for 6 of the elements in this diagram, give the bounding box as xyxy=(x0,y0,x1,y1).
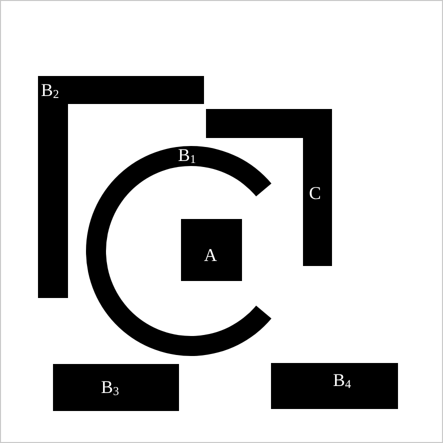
shape-label: B$_{1}$ xyxy=(178,146,196,165)
shape-label: A xyxy=(204,246,217,264)
shape-label: B$_{4}$ xyxy=(333,371,352,390)
shape-label: B$_{3}$ xyxy=(101,378,120,397)
shape-label: C xyxy=(309,184,322,202)
shape-label: B$_{2}$ xyxy=(41,81,60,100)
